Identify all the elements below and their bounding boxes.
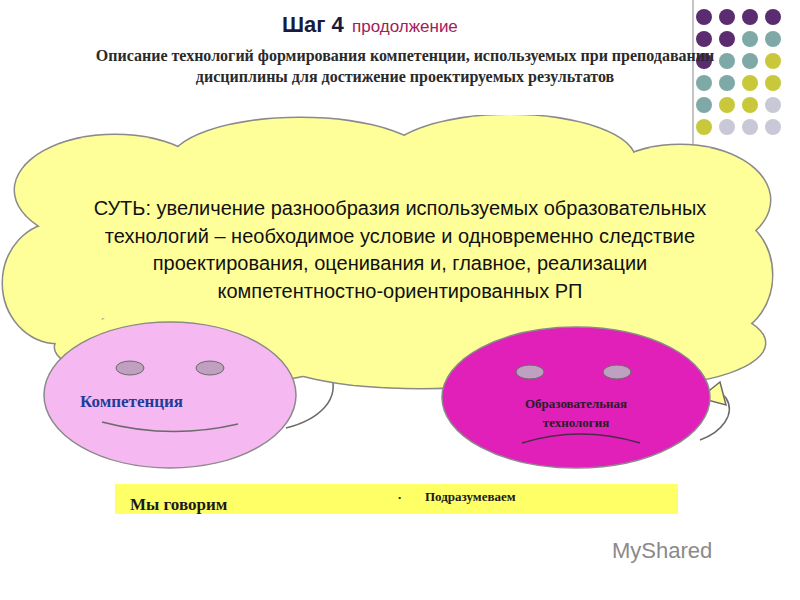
cloud-fill — [3, 223, 113, 343]
description: Описание технологий формирования компете… — [60, 46, 750, 88]
divider-line — [692, 0, 694, 145]
face-label: Образовательная технология — [496, 395, 656, 433]
eye — [116, 361, 144, 375]
dot — [719, 9, 735, 25]
eye — [196, 361, 224, 375]
dot — [765, 9, 781, 25]
face-circle: Образовательная технология — [440, 325, 712, 470]
dot — [719, 97, 735, 113]
dot — [742, 97, 758, 113]
eye — [603, 365, 631, 379]
dot — [719, 53, 735, 69]
dot — [742, 9, 758, 25]
dot — [696, 31, 712, 47]
band-text: Подразумеваем — [425, 489, 516, 505]
cloud-edge — [3, 223, 113, 343]
face — [442, 327, 710, 468]
band-text: Мы говорим — [130, 495, 227, 515]
dot — [719, 119, 735, 135]
dot — [765, 119, 781, 135]
dot — [742, 119, 758, 135]
subtitle-tag: продолжение — [352, 17, 458, 37]
dot — [719, 75, 735, 91]
cloud-text: СУТЬ: увеличение разнообразия используем… — [75, 195, 725, 305]
dot — [765, 53, 781, 69]
dot — [765, 31, 781, 47]
dot — [696, 97, 712, 113]
dot — [696, 9, 712, 25]
dot — [742, 75, 758, 91]
face-label: Компетенция — [80, 392, 183, 412]
dot — [719, 31, 735, 47]
watermark: MyShared — [612, 538, 712, 564]
dot — [696, 119, 712, 135]
dot — [742, 53, 758, 69]
band: Мы говорим. Подразумеваем — [115, 484, 678, 514]
eye — [516, 365, 544, 379]
mouth — [522, 434, 640, 443]
dot — [742, 31, 758, 47]
dot — [696, 75, 712, 91]
mouth — [102, 422, 238, 432]
title: Шаг 4 — [282, 12, 344, 38]
band-dot: . — [398, 487, 401, 503]
face-circle: Компетенция — [42, 320, 298, 470]
face — [44, 322, 296, 468]
dot — [765, 75, 781, 91]
dot-grid — [696, 9, 781, 135]
dot — [765, 97, 781, 113]
